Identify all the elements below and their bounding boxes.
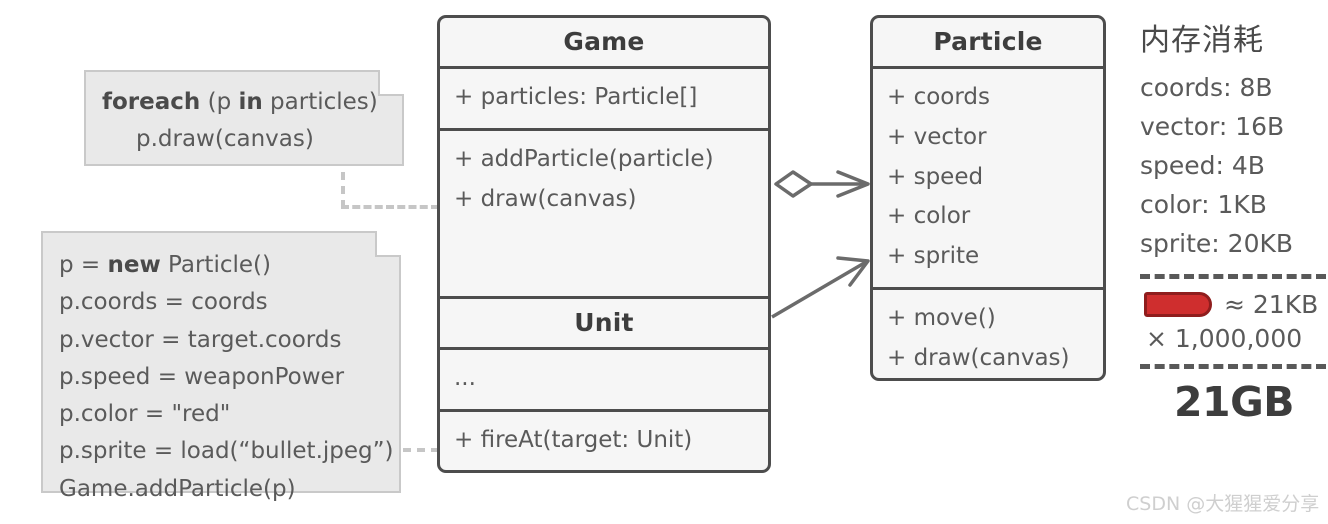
note-foreach-keyword-foreach: foreach [102,89,201,115]
memory-panel-title: 内存消耗 [1140,23,1264,58]
class-title-unit: Unit [440,299,768,350]
class-attributes-game: + particles: Particle[] [440,69,768,128]
attribute-row: + vector [887,123,987,150]
attribute-row: + sprite [887,243,980,270]
attribute-row: ... [454,365,476,391]
memory-row: color: 1KB [1140,189,1267,219]
note-foreach-text-b: particles) [262,89,378,115]
method-row: + fireAt(target: Unit) [454,426,693,453]
relation-unit-particle [771,256,870,319]
memory-info-panel: 内存消耗 coords: 8B vector: 16B speed: 4B co… [1140,22,1328,426]
note-code-line1-a: p = [59,252,108,278]
class-box-particle[interactable]: Particle + coords + vector + speed + col… [870,15,1106,381]
method-row: + addParticle(particle) [454,145,714,172]
memory-row: sprite: 20KB [1140,228,1294,258]
bullet-sprite-icon [1144,292,1212,317]
method-row: + move() [887,304,996,331]
note-fold-corner-icon [375,231,401,257]
class-methods-particle: + move() + draw(canvas) [873,286,1103,378]
memory-row: vector: 16B [1140,111,1285,141]
class-methods-unit: + fireAt(target: Unit) [440,408,768,470]
method-row: + draw(canvas) [887,344,1070,371]
class-attributes-unit: ... [440,350,768,409]
note-code-line: p.color = "red" [59,401,231,427]
divider-dashed-top [1140,273,1326,279]
bullet-approx-size: ≈ 21KB [1224,290,1319,319]
note-code: p = new Particle() p.coords = coords p.v… [41,231,401,502]
note-foreach-text-a: (p [200,89,239,115]
total-memory-value: 21GB [1174,377,1294,426]
note-code-line: p.speed = weaponPower [59,363,345,390]
attribute-row: + color [887,203,971,230]
class-title-game: Game [440,18,768,69]
memory-row: coords: 8B [1140,72,1273,102]
note-code-keyword-new: new [107,252,161,278]
note-foreach-connector-horizontal [341,205,439,209]
class-box-game[interactable]: Game + particles: Particle[] + addPartic… [437,15,771,296]
class-attributes-particle: + coords + vector + speed + color + spri… [873,69,1103,287]
note-fold-corner-icon [378,70,404,96]
attribute-row: + speed [887,163,984,190]
class-methods-game: + addParticle(particle) + draw(canvas) [440,127,768,230]
memory-row: speed: 4B [1140,150,1265,180]
csdn-watermark: CSDN @大猩猩爱分享 [1126,493,1320,515]
note-foreach-keyword-in: in [238,89,263,115]
class-box-unit[interactable]: Unit ... + fireAt(target: Unit) [437,296,771,473]
attribute-row: + particles: Particle[] [454,84,698,110]
note-code-line: p.coords = coords [59,289,268,316]
note-foreach-line2: p.draw(canvas) [136,126,314,153]
divider-dashed-bottom [1140,363,1326,369]
note-foreach-connector-vertical [341,172,345,208]
note-code-line1-b: Particle() [160,252,271,278]
note-code-line: Game.addParticle(p) [59,475,296,502]
method-row: + draw(canvas) [454,185,637,212]
note-code-line: p.sprite = load(“bullet.jpeg”) [59,438,394,465]
note-code-line: p.vector = target.coords [59,326,342,353]
note-code-connector [403,448,439,452]
relation-game-particle [774,170,870,198]
class-title-particle: Particle [873,18,1103,69]
attribute-row: + coords [887,84,991,110]
note-foreach: foreach (p in particles) p.draw(canvas) [84,70,404,166]
bullet-size-row: ≈ 21KB [1144,288,1328,322]
multiplier-row: × 1,000,000 [1146,323,1303,353]
